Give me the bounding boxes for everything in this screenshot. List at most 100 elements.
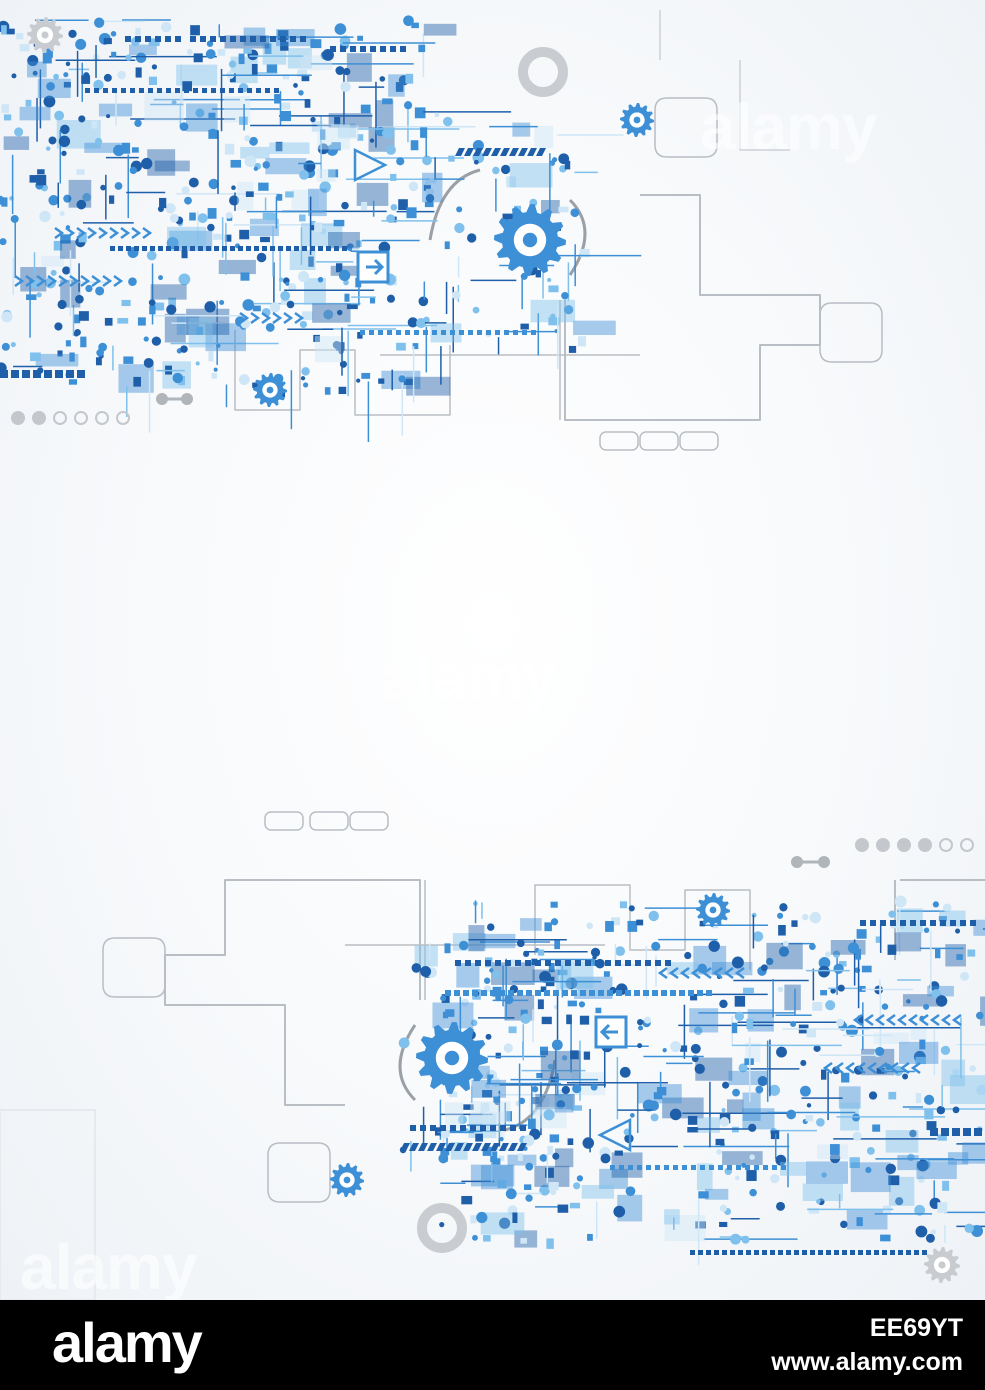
circuit-block — [25, 99, 32, 107]
block-row-cell — [158, 246, 163, 251]
circuit-node — [420, 966, 432, 978]
circuit-node — [531, 1085, 539, 1093]
circuit-block — [46, 47, 53, 58]
block-row-cell — [165, 36, 171, 42]
block-row-cell — [499, 990, 505, 996]
striped-bar-segment — [517, 1143, 527, 1151]
circuit-panel — [927, 985, 954, 997]
circuit-node — [286, 300, 295, 309]
arrow-right-icon — [366, 258, 385, 276]
chevron-arrow-icon — [929, 1013, 940, 1027]
circuit-panel — [742, 1092, 761, 1121]
circuit-node — [499, 1217, 511, 1229]
chevron-arrow-icon — [102, 274, 113, 288]
circuit-block — [30, 352, 41, 362]
chevron-arrow-icon — [723, 966, 734, 980]
circuit-block — [690, 993, 698, 1001]
circuit-node — [734, 1175, 740, 1181]
circuit-block — [731, 1022, 738, 1034]
circuit-panel — [269, 142, 310, 154]
circuit-node — [206, 40, 214, 47]
circuit-panel — [60, 240, 76, 259]
circuit-node — [766, 957, 774, 966]
circuit-node — [334, 23, 347, 35]
circuit-block — [123, 356, 134, 364]
circuit-block — [212, 233, 223, 240]
block-row-cell — [310, 246, 315, 251]
circuit-node — [141, 157, 153, 170]
circuit-block — [540, 986, 547, 992]
circuit-node — [576, 1175, 584, 1182]
circuit-node — [483, 977, 491, 984]
chevron-arrow-icon — [885, 1013, 896, 1027]
circuit-block — [390, 173, 397, 181]
circuit-block — [567, 1138, 574, 1145]
circuit-block — [524, 1184, 532, 1190]
circuit-block — [746, 1170, 757, 1181]
gear-icon — [27, 17, 63, 53]
circuit-node — [955, 928, 961, 934]
circuit-node — [824, 951, 831, 958]
circuit-node — [837, 984, 845, 992]
block-row-cell — [326, 246, 331, 251]
circuit-node — [489, 968, 494, 973]
circuit-block — [189, 212, 196, 221]
circuit-panel — [186, 103, 218, 132]
circuit-block — [554, 939, 561, 950]
circuit-panel — [850, 1162, 891, 1193]
circuit-node — [457, 1115, 467, 1125]
circuit-node — [503, 1043, 513, 1053]
circuit-block — [830, 1144, 840, 1155]
striped-bar-segment — [400, 1143, 410, 1151]
circuit-node — [473, 159, 479, 165]
circuit-node — [338, 269, 351, 282]
circuit-node — [975, 1011, 984, 1020]
block-row-cell — [254, 246, 259, 251]
circuit-node — [78, 115, 86, 123]
circuit-node — [166, 304, 177, 315]
block-row-cell — [405, 330, 410, 335]
circuit-block — [121, 142, 131, 154]
circuit-node — [615, 946, 626, 957]
connector-capsule — [679, 431, 719, 451]
chevron-arrow-icon — [250, 311, 261, 325]
block-row-cell — [691, 1165, 696, 1170]
circuit-node — [818, 965, 830, 978]
block-row-cell — [246, 246, 251, 251]
block-row-cell — [595, 960, 601, 966]
circuit-panel — [540, 1050, 581, 1079]
block-row-cell — [230, 36, 236, 42]
circuit-panel — [728, 1070, 768, 1086]
chevron-arrow-icon — [261, 311, 272, 325]
block-row-cell — [465, 960, 471, 966]
circuit-block — [276, 194, 283, 201]
circuit-node — [129, 166, 138, 175]
status-dot — [876, 838, 890, 852]
circuit-block — [532, 1096, 540, 1105]
block-row-cell — [450, 1125, 456, 1131]
circuit-node — [561, 1055, 568, 1061]
chevron-arrow-icon — [109, 226, 120, 240]
circuit-panel — [846, 1210, 888, 1230]
circuit-node — [476, 1211, 488, 1224]
block-row-cell — [637, 1165, 642, 1170]
circuit-node — [343, 67, 351, 76]
circuit-node — [298, 90, 304, 96]
circuit-node — [697, 963, 708, 974]
circuit-block — [405, 73, 414, 84]
circuit-panel — [482, 1111, 505, 1139]
circuit-node — [971, 1225, 984, 1238]
circuit-node — [285, 281, 290, 286]
block-row-cell — [0, 370, 8, 378]
circuit-block — [937, 1134, 947, 1141]
block-row-cell — [454, 990, 460, 996]
circuit-node — [143, 357, 154, 368]
circuit-node — [356, 378, 361, 383]
block-row-cell — [952, 1128, 960, 1136]
circuit-node — [50, 269, 57, 276]
block-row-cell — [778, 1250, 783, 1255]
circuit-node — [960, 971, 970, 981]
circuit-block — [159, 197, 167, 209]
chevron-arrow-icon — [65, 226, 76, 240]
circuit-block — [42, 52, 52, 64]
